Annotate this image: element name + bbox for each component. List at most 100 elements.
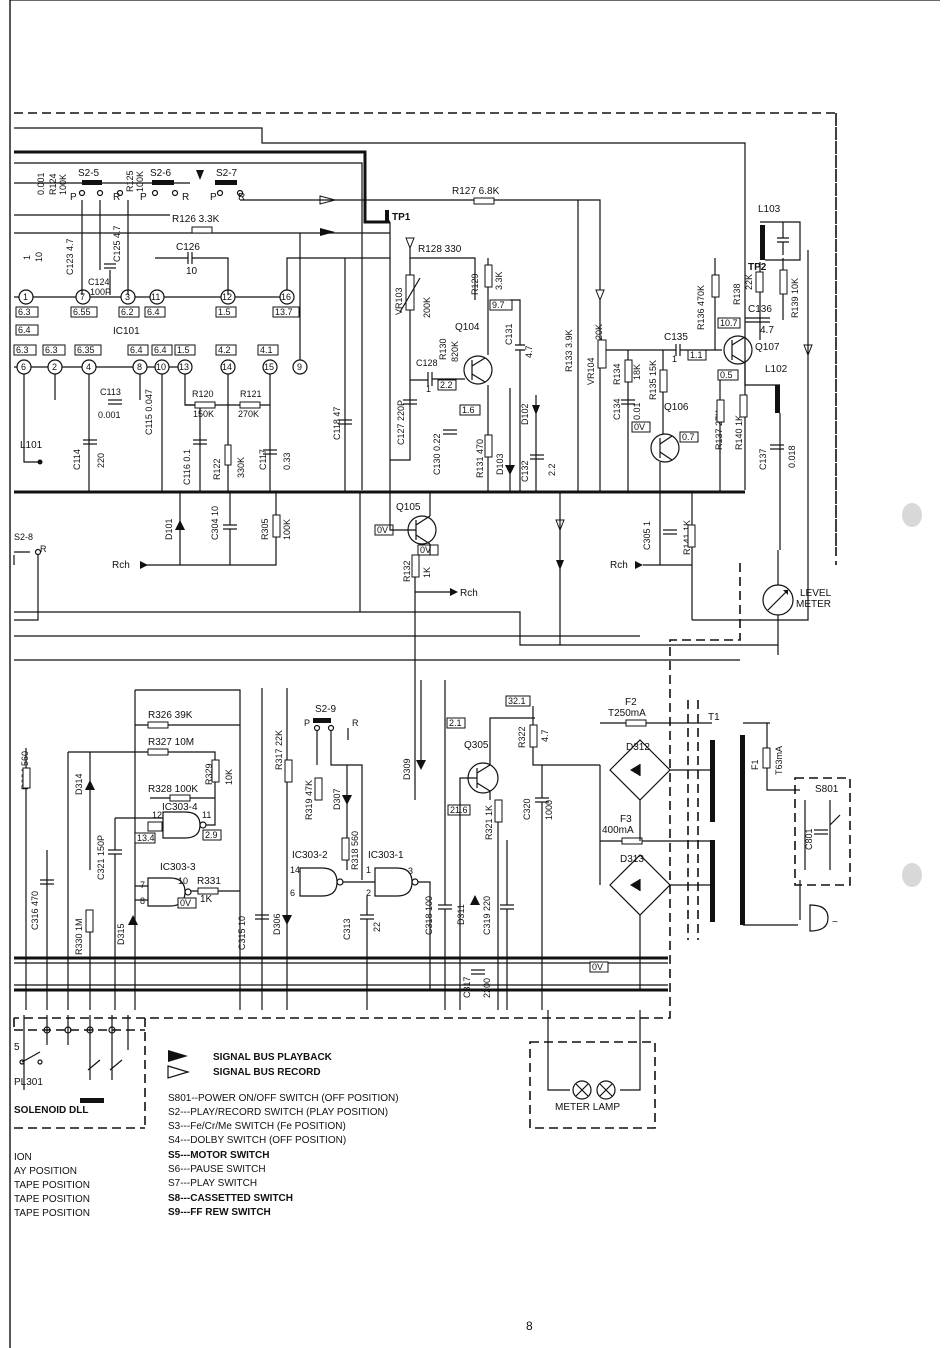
- ic101-top-pins: 1 7 3 11 12 16: [14, 257, 390, 305]
- svg-text:0V: 0V: [420, 545, 431, 555]
- svg-text:D311: D311: [456, 904, 466, 925]
- svg-text:2.1: 2.1: [449, 718, 462, 728]
- svg-text:R322: R322: [517, 726, 527, 748]
- svg-text:100K: 100K: [135, 171, 145, 192]
- svg-text:3: 3: [125, 292, 130, 302]
- svg-text:5: 5: [14, 1042, 20, 1053]
- rch-label-left: Rch: [112, 560, 130, 571]
- svg-text:R120: R120: [192, 389, 214, 399]
- svg-text:VR103: VR103: [394, 287, 404, 315]
- svg-text:22K: 22K: [744, 274, 754, 290]
- s2-9-label: S2-9: [315, 704, 337, 715]
- svg-text:C115 0.047: C115 0.047: [144, 389, 154, 435]
- svg-text:1K: 1K: [200, 894, 213, 905]
- svg-text:S4---DOLBY SWITCH (OFF POSITIO: S4---DOLBY SWITCH (OFF POSITION): [168, 1135, 346, 1146]
- svg-text:VR104: VR104: [586, 357, 596, 385]
- svg-text:C114: C114: [72, 449, 82, 470]
- svg-text:4.7: 4.7: [760, 325, 774, 336]
- svg-text:0V: 0V: [377, 525, 388, 535]
- svg-text:T1: T1: [708, 712, 720, 723]
- svg-text:0.01: 0.01: [632, 402, 642, 420]
- svg-text:C126: C126: [176, 242, 200, 253]
- svg-text:R331: R331: [197, 876, 221, 887]
- svg-text:6.4: 6.4: [130, 345, 143, 355]
- svg-text:T250mA: T250mA: [608, 708, 646, 719]
- rch-label-middle: Rch: [460, 588, 478, 599]
- svg-text:S801: S801: [815, 784, 839, 795]
- svg-text:9: 9: [297, 362, 302, 372]
- svg-text:0.7: 0.7: [682, 432, 695, 442]
- svg-text:12: 12: [152, 810, 162, 820]
- svg-text:0V: 0V: [592, 962, 603, 972]
- svg-text:R133 3.9K: R133 3.9K: [564, 329, 574, 372]
- svg-text:220: 220: [96, 453, 106, 468]
- svg-text:10: 10: [156, 362, 166, 372]
- svg-text:R132: R132: [402, 560, 412, 582]
- svg-text:R: R: [113, 192, 120, 203]
- transistor-q107: [723, 335, 753, 365]
- switch-s2-5: S2-5 P R: [70, 168, 124, 203]
- svg-text:LEVEL: LEVEL: [800, 588, 832, 599]
- svg-text:6.55: 6.55: [73, 307, 91, 317]
- svg-text:10: 10: [186, 266, 198, 277]
- svg-text:C321 150P: C321 150P: [96, 835, 106, 880]
- switch-s2-7: S2-7 P R: [196, 168, 245, 203]
- svg-text:C137: C137: [758, 448, 768, 470]
- svg-text:1: 1: [22, 255, 32, 260]
- svg-text:S5---MOTOR SWITCH: S5---MOTOR SWITCH: [168, 1150, 269, 1161]
- level-meter: LEVEL METER: [692, 550, 832, 655]
- svg-text:R135 15K: R135 15K: [648, 360, 658, 400]
- svg-text:R321 1K: R321 1K: [484, 805, 494, 840]
- q106-label: Q106: [664, 402, 689, 413]
- svg-text:R131 470: R131 470: [475, 439, 485, 478]
- svg-text:P: P: [140, 192, 147, 203]
- svg-text:4.1: 4.1: [260, 345, 273, 355]
- svg-text:R305: R305: [260, 518, 270, 540]
- svg-text:C135: C135: [664, 332, 688, 343]
- svg-text:6: 6: [21, 362, 26, 372]
- meter-lamps: [572, 1080, 616, 1100]
- svg-text:TAPE POSITION: TAPE POSITION: [14, 1208, 90, 1219]
- svg-text:11: 11: [202, 810, 211, 820]
- s2-6-label: S2-6: [150, 168, 172, 179]
- svg-text:C134: C134: [612, 398, 622, 420]
- svg-text:R319 47K: R319 47K: [304, 780, 314, 820]
- r327-label: R327 10M: [148, 737, 194, 748]
- binder-hole: [902, 503, 922, 527]
- transistor-q106: [650, 433, 680, 463]
- svg-text:2.9: 2.9: [205, 830, 218, 840]
- svg-text:C125 4.7: C125 4.7: [112, 225, 122, 262]
- svg-text:1: 1: [23, 292, 28, 302]
- svg-text:4.7: 4.7: [540, 729, 550, 742]
- solenoid-label: SOLENOID DLL: [14, 1105, 88, 1116]
- svg-text:C127 220P: C127 220P: [396, 400, 406, 445]
- svg-text:R330 1M: R330 1M: [74, 918, 84, 955]
- svg-text:C318 100: C318 100: [424, 896, 434, 935]
- s2-7-label: S2-7: [216, 168, 238, 179]
- svg-text:D306: D306: [272, 913, 282, 935]
- svg-text:100K: 100K: [58, 174, 68, 195]
- svg-text:R: R: [40, 544, 47, 554]
- voltage-boxes-row2: 6.3 6.3 6.35 6.4 6.4 1.5 4.2 4.1: [13, 344, 279, 356]
- svg-text:METER: METER: [796, 599, 831, 610]
- svg-text:330K: 330K: [236, 457, 246, 478]
- svg-text:S2---PLAY/RECORD SWITCH (PLAY: S2---PLAY/RECORD SWITCH (PLAY POSITION): [168, 1107, 388, 1118]
- svg-text:AY POSITION: AY POSITION: [14, 1166, 77, 1177]
- svg-text:C319 220: C319 220: [482, 896, 492, 935]
- svg-text:D315: D315: [116, 923, 126, 945]
- svg-text:150K: 150K: [193, 409, 214, 419]
- svg-text:6.4: 6.4: [18, 325, 31, 335]
- svg-text:TAPE POSITION: TAPE POSITION: [14, 1180, 90, 1191]
- svg-text:2200: 2200: [482, 978, 492, 998]
- l103-label: L103: [758, 204, 781, 215]
- svg-text:~: ~: [832, 917, 838, 928]
- svg-text:S8---CASSETTED SWITCH: S8---CASSETTED SWITCH: [168, 1193, 293, 1204]
- svg-text:C117: C117: [258, 449, 268, 470]
- svg-text:16: 16: [281, 292, 291, 302]
- svg-text:2: 2: [52, 362, 57, 372]
- svg-text:C304 10: C304 10: [210, 506, 220, 540]
- q105-label: Q105: [396, 502, 421, 513]
- svg-text:R141 1K: R141 1K: [682, 520, 692, 555]
- svg-text:0.018: 0.018: [787, 445, 797, 468]
